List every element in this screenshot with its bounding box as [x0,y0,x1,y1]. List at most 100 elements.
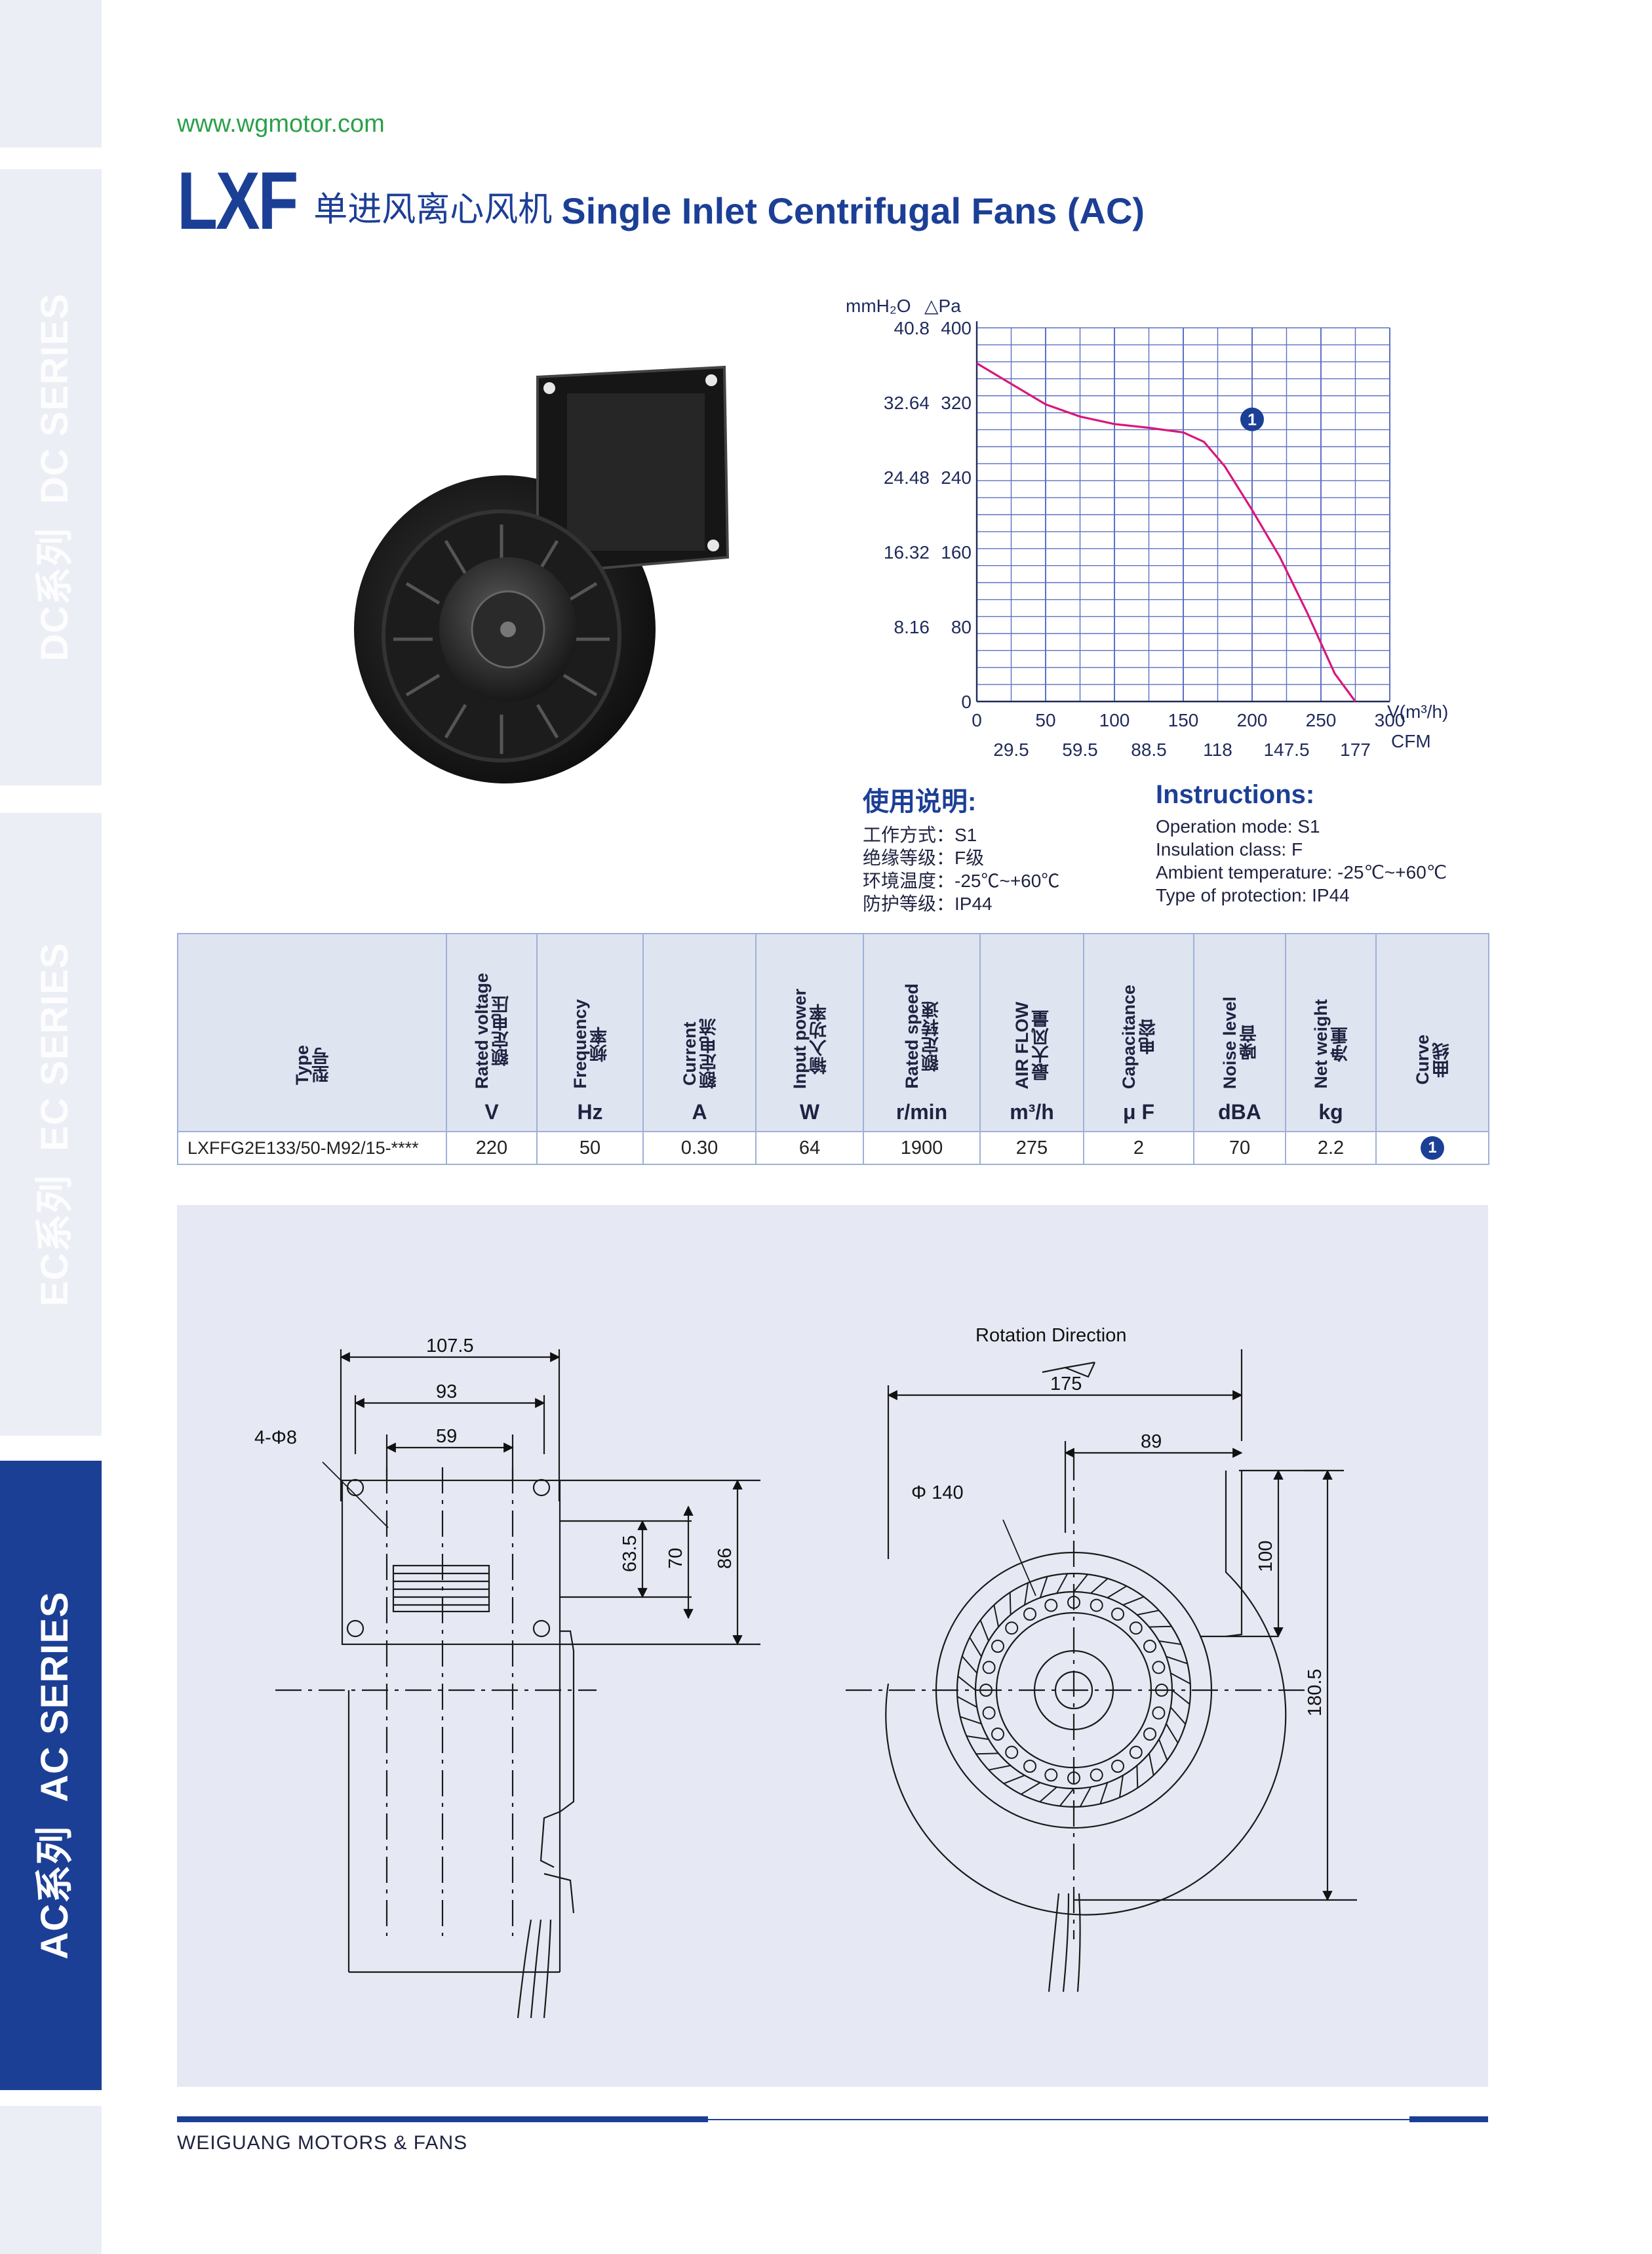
blade-line [1039,1786,1057,1803]
dim-height-63-5: 63.5 [620,1535,640,1572]
blade-slot [1111,1608,1124,1621]
col-label-cn: 输入功率 [810,1003,829,1075]
blade-line [1107,1585,1128,1598]
blade-slot [1023,1760,1036,1773]
cell-current: 0.30 [642,1131,757,1165]
dim-height-86: 86 [715,1548,736,1569]
blade-slot [991,1640,1004,1653]
dim-diameter-140: Φ 140 [911,1482,964,1503]
curve-marker-1 [1240,407,1264,431]
x-tick-label-m3h: 0 [972,710,982,730]
x-tick-label-m3h: 100 [1099,710,1130,730]
x-tick-label-m3h: 150 [1168,710,1199,730]
y-tick-label-mmh2o: 40.8 [894,318,930,338]
side-tab-label-en: DC SERIES [33,293,76,504]
cell-frequency: 50 [536,1131,644,1165]
cell-rated-voltage: 220 [446,1131,538,1165]
instruction-line: Ambient temperature: -25℃~+60℃ [1156,862,1447,882]
instruction-line: 绝缘等级：F级 [863,848,985,868]
cell-rated-speed: 1900 [863,1131,981,1165]
rotation-direction-label: Rotation Direction [975,1325,1127,1346]
col-label-cn: 额定电压 [492,995,511,1067]
y-tick-label-pa: 240 [941,467,972,488]
blade-line [1059,1788,1074,1807]
blade-line [975,1752,999,1755]
blade-line [969,1636,982,1657]
blade-line [1170,1672,1191,1685]
blade-line [1166,1655,1188,1665]
x-tick-label-cfm: 59.5 [1062,740,1098,760]
blade-slot [979,1684,993,1697]
y-tick-label-pa: 160 [941,542,972,563]
blade-line [1024,1583,1029,1606]
blade-line [1090,1577,1109,1594]
side-tab-label-cn: DC系列 [33,527,76,662]
side-tab-ec-series[interactable]: EC系列EC SERIES [0,813,102,1436]
blade-line [966,1735,989,1740]
blade-slot [1152,1661,1166,1674]
x-tick-label-m3h: 200 [1237,710,1268,730]
col-label-en: Frequency [570,999,590,1089]
col-label-cn: 曲线 [1432,1042,1452,1078]
blade-slot [1143,1640,1156,1653]
performance-curve-chart: mmH₂O △Pa 40040.832032.6424024.4816016.3… [846,296,1448,760]
cell-net-weight: 2.2 [1285,1131,1377,1165]
blade-line [1170,1707,1187,1725]
col-label-en: Net weight [1311,999,1331,1089]
col-label-cn: 噪音 [1240,1025,1259,1061]
dim-height-70: 70 [665,1548,686,1569]
side-tab-ac-series[interactable]: AC系列AC SERIES [0,1461,102,2090]
instructions-cn: 使用说明: 工作方式：S1 绝缘等级：F级 环境温度：-25℃~+60℃ 防护等… [863,780,1059,915]
dimension-drawing-panel: 107.5 93 59 4-Φ8 63.5 70 86 Rotation Dir… [177,1205,1488,2087]
blade-line [1020,1782,1041,1795]
curve-number-badge: 1 [1421,1136,1444,1160]
side-tab-label-cn: AC系列 [33,1825,76,1960]
instruction-line: Insulation class: F [1156,839,1303,860]
blade-line [957,1675,976,1691]
blade-slot [991,1728,1004,1741]
x-tick-label-cfm: 29.5 [993,740,1029,760]
blade-line [1171,1690,1190,1705]
instruction-line: 工作方式：S1 [863,825,977,845]
x-tick-label-m3h: 50 [1035,710,1055,730]
chart-y-unit-left: mmH₂O [846,296,911,316]
blade-line [961,1655,978,1674]
chart-x-unit-bottom: CFM [1391,731,1431,751]
y-tick-label-pa: 80 [951,617,972,637]
col-unit: Hz [577,1100,603,1124]
blade-slot [1129,1745,1143,1759]
impeller-blade-slots [956,1573,1191,1808]
col-label-cn: 净重 [1331,1026,1350,1062]
dim-height-180-5: 180.5 [1305,1669,1326,1716]
blade-line [1122,1596,1145,1606]
website-url[interactable]: www.wgmotor.com [177,110,385,138]
blade-line [1158,1640,1181,1646]
blade-slot [1090,1598,1103,1612]
chart-y-unit-right: △Pa [924,296,961,316]
blade-line [1158,1739,1168,1761]
col-unit: dBA [1218,1100,1261,1124]
blade-line [1009,1592,1012,1615]
x-tick-label-cfm: 147.5 [1263,740,1309,760]
col-label-cn: 频率 [590,1026,610,1062]
col-label-cn: 额定电流 [699,1018,719,1089]
dim-width-59: 59 [436,1426,457,1447]
blade-line [1073,1573,1089,1592]
blade-line [956,1695,977,1708]
col-label-cn: 最大风量 [1032,1010,1052,1081]
y-tick-label-mmh2o: 32.64 [884,393,930,413]
blade-slot [982,1661,996,1674]
side-tab-bottom-filler [0,2106,102,2254]
side-tab-dc-series[interactable]: DC系列 DC SERIES [0,169,102,785]
blade-slot [1155,1684,1168,1697]
blade-line [1056,1573,1069,1594]
x-tick-label-cfm: 177 [1340,740,1371,760]
